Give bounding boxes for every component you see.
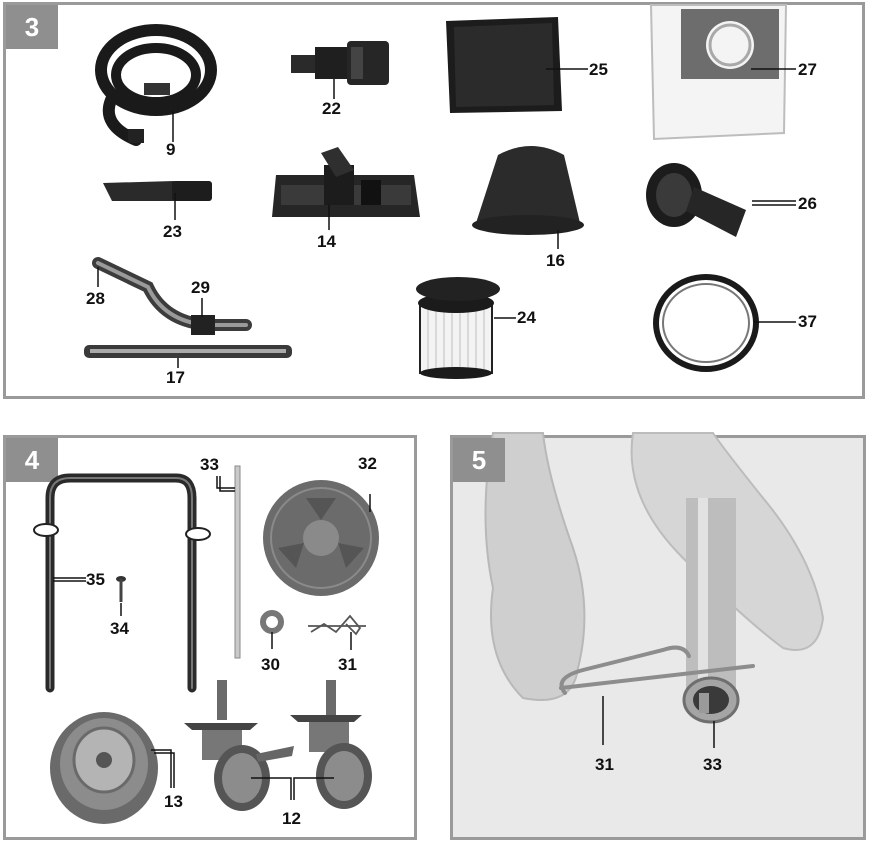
- part-label-26: 26: [798, 194, 817, 213]
- straight-tube-part: [84, 345, 292, 358]
- part-label-23: 23: [163, 222, 182, 241]
- leader-line-12b: [293, 777, 334, 800]
- part-label-14: 14: [317, 232, 336, 251]
- part-label-37: 37: [798, 312, 817, 331]
- cotter-pin-part: [308, 614, 366, 636]
- dusting-brush-part: [646, 163, 746, 237]
- part-label-30: 30: [261, 655, 280, 674]
- leader-line-33a: [216, 476, 235, 489]
- cartridge-filter-part: [416, 277, 500, 379]
- crevice-nozzle-part: [103, 181, 212, 201]
- figure-panel-5: 5 31 33: [450, 432, 866, 840]
- screw-part: [116, 576, 126, 602]
- cotter-pin-part: [559, 645, 755, 695]
- leader-line-13a: [151, 749, 172, 788]
- figure-panel-4: 4: [3, 435, 417, 840]
- hub-cap-part: [263, 480, 379, 596]
- panel-number-4: 4: [6, 438, 58, 482]
- hose-part: [95, 24, 217, 146]
- handle-frame-part: [33, 473, 211, 693]
- leader-line-33b: [219, 476, 235, 492]
- thumb-shape: [484, 432, 586, 701]
- figure-panel-3: 3: [3, 2, 865, 399]
- castor-right-part: [290, 680, 372, 809]
- part-label-13: 13: [164, 792, 183, 811]
- part-label-34: 34: [110, 619, 129, 638]
- panel-number-3: 3: [6, 5, 58, 49]
- adapter-part: [291, 41, 389, 85]
- part-label-33: 33: [703, 755, 722, 774]
- leader-line-12a: [251, 777, 292, 800]
- part-label-32: 32: [358, 454, 377, 473]
- part-label-17: 17: [166, 368, 185, 387]
- part-label-35: 35: [86, 570, 105, 589]
- washer-part: [260, 610, 284, 634]
- part-label-12: 12: [282, 809, 301, 828]
- dust-bag-part: [649, 4, 788, 141]
- leader-line-13b: [154, 752, 175, 788]
- part-label-28: 28: [86, 289, 105, 308]
- part-label-33: 33: [200, 455, 219, 474]
- panel-3-artwork: [84, 4, 796, 379]
- tube-part: [682, 498, 740, 724]
- part-label-24: 24: [517, 308, 536, 327]
- part-label-31: 31: [338, 655, 357, 674]
- part-label-27: 27: [798, 60, 817, 79]
- foam-filter-part: [446, 17, 562, 113]
- part-label-31: 31: [595, 755, 614, 774]
- seal-ring-part: [653, 274, 759, 372]
- panel-number-5: 5: [453, 438, 505, 482]
- panel-5-photo: [453, 432, 863, 837]
- panel-4-artwork: [33, 465, 379, 824]
- part-label-9: 9: [166, 140, 176, 159]
- part-label-29: 29: [191, 278, 210, 297]
- part-label-22: 22: [322, 99, 341, 118]
- castor-left-part: [184, 680, 294, 811]
- filter-cover-part: [472, 146, 584, 235]
- part-label-16: 16: [546, 251, 565, 270]
- axle-part: [234, 465, 241, 659]
- part-label-25: 25: [589, 60, 608, 79]
- floor-nozzle-part: [272, 147, 420, 217]
- wheel-part: [50, 712, 158, 824]
- bent-tube-part: [92, 257, 252, 335]
